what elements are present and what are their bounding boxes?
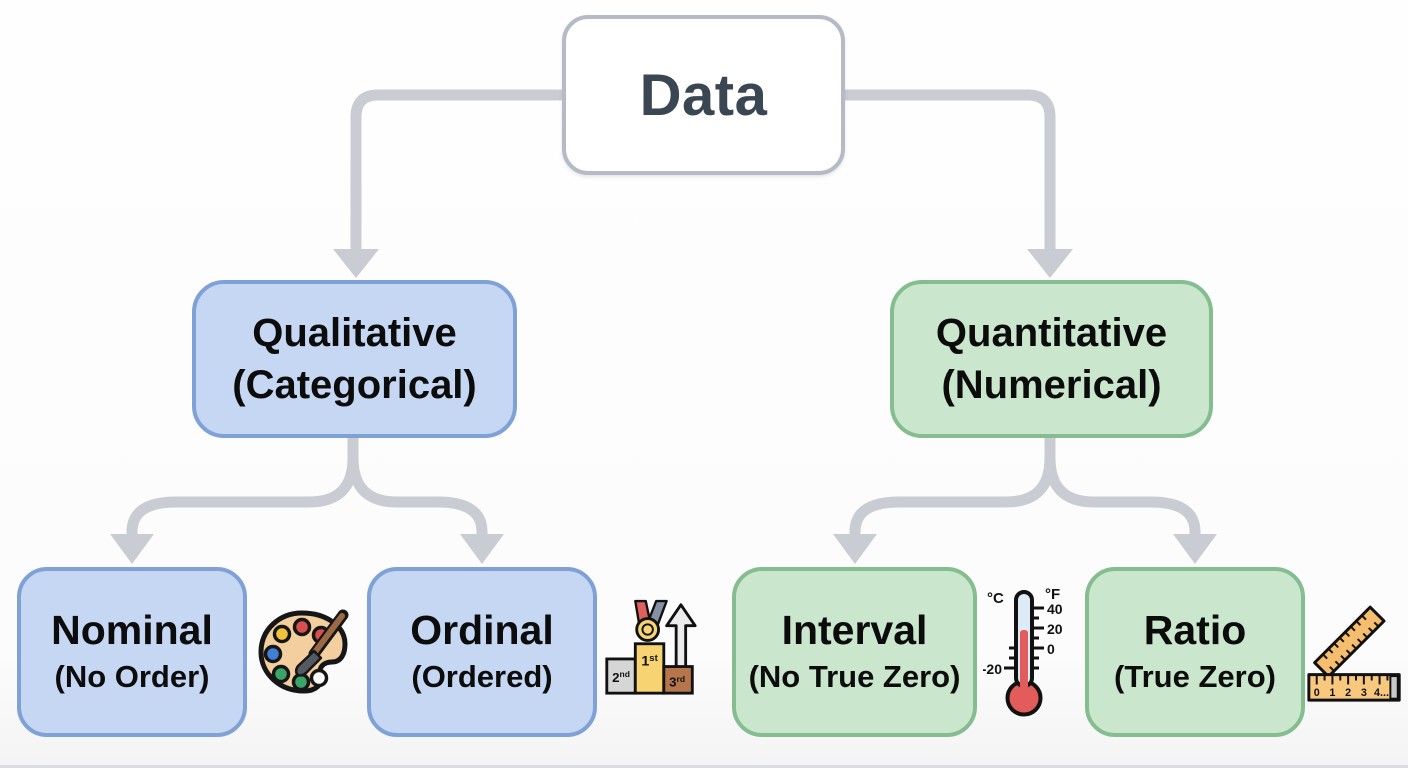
connector-quantitative-interval (849, 438, 1056, 536)
thermometer-bulb-fill (1012, 686, 1036, 710)
node-qualitative: Qualitative (Categorical) (192, 280, 517, 438)
node-qualitative-sublabel: (Categorical) (232, 363, 477, 407)
node-interval-label: Interval (781, 607, 928, 654)
node-quantitative: Quantitative (Numerical) (890, 280, 1213, 438)
node-nominal-sublabel: (No Order) (54, 659, 210, 695)
thermometer-scale-0: 0 (1047, 641, 1055, 657)
thermometer-icon: °C °F 40 20 0 -20 (983, 586, 1063, 717)
node-data-label: Data (639, 62, 768, 128)
thermometer-scale-20: 20 (1047, 621, 1063, 637)
ruler-number-1: 1 (1329, 687, 1335, 699)
node-ratio-sublabel: (True Zero) (1114, 659, 1276, 695)
ruler-number-3: 3 (1361, 687, 1367, 699)
connector-qualitative-ordinal (347, 438, 488, 536)
node-ratio-label: Ratio (1143, 607, 1247, 654)
ruler-icon: 0 1 2 3 4... (1307, 605, 1401, 702)
palette-thumb-hole (309, 668, 329, 688)
podium-label-1st: 1st (641, 653, 658, 670)
connector-root-quantitative (845, 89, 1056, 252)
podium-block-3rd (662, 665, 694, 695)
node-qualitative-label: Qualitative (252, 311, 457, 355)
podium-label-2nd: 2nd (612, 669, 630, 685)
paint-dot-green (271, 664, 291, 684)
arrowhead-nominal (110, 534, 154, 564)
node-ordinal: Ordinal (Ordered) (367, 567, 597, 737)
connector-root-qualitative (350, 89, 562, 252)
arrowhead-qualitative (333, 249, 379, 278)
node-quantitative-label: Quantitative (935, 311, 1168, 355)
paint-brush (294, 609, 349, 677)
podium-icon: 2nd 1st 3rd (605, 599, 697, 695)
arrowhead-interval (833, 534, 877, 564)
thermometer-fahrenheit-label: °F (1045, 586, 1060, 603)
node-ordinal-sublabel: (Ordered) (411, 659, 553, 695)
paint-dot-green2 (291, 672, 311, 692)
thermometer-celsius-label: °C (987, 590, 1004, 607)
arrowhead-ratio (1173, 534, 1217, 564)
medal (634, 599, 668, 642)
diagonal-ruler (1313, 605, 1386, 679)
paint-dot-blue (263, 644, 283, 664)
podium-block-1st (633, 642, 666, 695)
arrowhead-quantitative (1027, 249, 1073, 278)
node-quantitative-sublabel: (Numerical) (941, 363, 1162, 407)
podium-label-3rd: 3rd (669, 674, 685, 690)
thermometer-scale-minus20: -20 (983, 661, 1002, 677)
thermometer-scale-40: 40 (1047, 601, 1063, 617)
thermometer-ticks-right (1032, 606, 1044, 670)
palette-icon (258, 609, 349, 694)
node-interval-sublabel: (No True Zero) (748, 659, 961, 695)
node-nominal: Nominal (No Order) (17, 567, 247, 737)
connector-qualitative-nominal (126, 438, 359, 536)
connector-quantitative-ratio (1044, 438, 1201, 536)
node-ordinal-label: Ordinal (410, 607, 554, 654)
paint-dot-yellow (272, 624, 292, 644)
thermometer-mercury (1020, 630, 1028, 692)
ruler-number-2: 2 (1345, 687, 1351, 699)
ruler-number-4: 4... (1374, 687, 1389, 699)
node-nominal-label: Nominal (51, 607, 213, 654)
arrowhead-ordinal (460, 534, 504, 564)
node-ratio: Ratio (True Zero) (1085, 567, 1305, 737)
node-interval: Interval (No True Zero) (732, 567, 977, 737)
thermometer-ticks-left (1004, 646, 1016, 670)
ruler-number-0: 0 (1314, 687, 1320, 699)
horizontal-ruler: 0 1 2 3 4... (1307, 673, 1401, 702)
node-data: Data (562, 15, 845, 175)
paint-dot-red (292, 617, 312, 637)
